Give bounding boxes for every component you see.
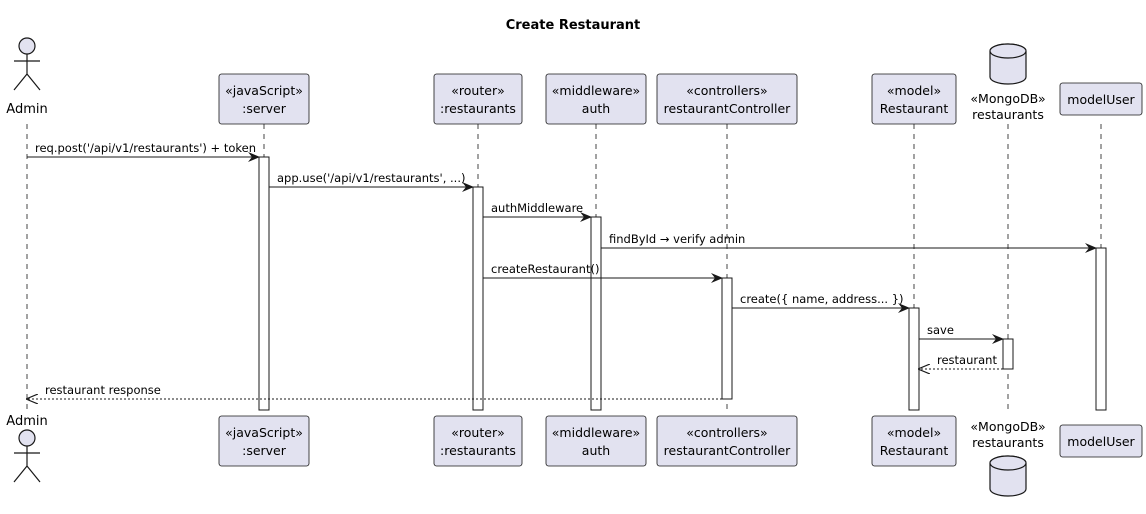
activation-bar-auth bbox=[590, 216, 602, 411]
diagram-title: Create Restaurant bbox=[506, 18, 641, 33]
participant-box bbox=[656, 415, 798, 467]
participant-server-label: :server bbox=[242, 443, 287, 458]
participant-server-label: :server bbox=[242, 101, 287, 116]
participant-box bbox=[545, 415, 647, 467]
activation-bar-model bbox=[908, 307, 920, 411]
participant-model-label: «model» bbox=[887, 425, 941, 440]
participant-box bbox=[218, 415, 310, 467]
message-4: findById → verify admin bbox=[601, 232, 1097, 253]
participant-db-bottom-label: «MongoDB» bbox=[970, 419, 1045, 434]
participant-box bbox=[218, 73, 310, 125]
participant-user-bottom: modelUser bbox=[1059, 424, 1143, 458]
participant-box bbox=[545, 73, 647, 125]
participant-auth-label: auth bbox=[582, 101, 610, 116]
participant-controller-label: «controllers» bbox=[686, 425, 767, 440]
participant-user-label: modelUser bbox=[1067, 434, 1135, 449]
participant-model-top: «model» Restaurant bbox=[871, 73, 957, 125]
activation-bars bbox=[258, 156, 1107, 411]
message-9: restaurant response bbox=[27, 383, 722, 399]
message-label: findById → verify admin bbox=[609, 232, 745, 246]
message-label: restaurant bbox=[937, 353, 997, 367]
message-label: authMiddleware bbox=[491, 201, 583, 215]
message-8: restaurant bbox=[919, 353, 1003, 369]
activation-bar-user bbox=[1095, 247, 1107, 411]
message-1: req.post('/api/v1/restaurants') + token bbox=[27, 141, 260, 162]
message-label: createRestaurant() bbox=[491, 262, 599, 276]
participant-auth-label: «middleware» bbox=[552, 83, 640, 98]
participant-controller-bottom: «controllers» restaurantController bbox=[656, 415, 798, 467]
participant-model-bottom: «model» Restaurant bbox=[871, 415, 957, 467]
participant-auth-label: «middleware» bbox=[552, 425, 640, 440]
participant-db-bottom: «MongoDB»restaurants bbox=[970, 419, 1046, 497]
message-label: app.use('/api/v1/restaurants', ...) bbox=[277, 171, 465, 185]
participant-box bbox=[871, 73, 957, 125]
participant-controller-top: «controllers» restaurantController bbox=[656, 73, 798, 125]
participant-server-label: «javaScript» bbox=[225, 83, 303, 98]
participant-auth-label: auth bbox=[582, 443, 610, 458]
participant-admin-bottom: Admin bbox=[6, 414, 48, 483]
participant-server-bottom: «javaScript» :server bbox=[218, 415, 310, 467]
participant-server-label: «javaScript» bbox=[225, 425, 303, 440]
participant-user-top: modelUser bbox=[1059, 82, 1143, 116]
message-5: createRestaurant() bbox=[483, 262, 723, 283]
participant-model-label: «model» bbox=[887, 83, 941, 98]
participant-db-bottom-label: restaurants bbox=[972, 435, 1044, 450]
participant-admin-top: Admin bbox=[6, 37, 48, 117]
activation-bar-controller bbox=[721, 277, 733, 400]
message-2: app.use('/api/v1/restaurants', ...) bbox=[269, 171, 474, 192]
participant-model-label: Restaurant bbox=[880, 443, 949, 458]
messages: req.post('/api/v1/restaurants') + token a… bbox=[27, 141, 1097, 399]
participant-server-top: «javaScript» :server bbox=[218, 73, 310, 125]
message-6: create({ name, address... }) bbox=[732, 292, 910, 313]
activation-bar-router bbox=[472, 186, 484, 411]
activation-bar-db bbox=[1002, 338, 1014, 370]
participant-router-bottom: «router» :restaurants bbox=[433, 415, 523, 467]
participant-controller-label: «controllers» bbox=[686, 83, 767, 98]
participant-controller-label: restaurantController bbox=[664, 101, 792, 116]
participant-db-top: «MongoDB»restaurants bbox=[970, 43, 1046, 122]
participant-controller-label: restaurantController bbox=[664, 443, 792, 458]
message-label: save bbox=[927, 323, 954, 337]
message-label: restaurant response bbox=[45, 383, 161, 397]
participant-router-label: :restaurants bbox=[440, 443, 516, 458]
message-label: req.post('/api/v1/restaurants') + token bbox=[35, 141, 256, 155]
participant-auth-top: «middleware» auth bbox=[545, 73, 647, 125]
participant-box bbox=[433, 415, 523, 467]
participant-admin-top-label: Admin bbox=[6, 102, 47, 117]
participant-user-label: modelUser bbox=[1067, 92, 1135, 107]
participant-model-label: Restaurant bbox=[880, 101, 949, 116]
participant-router-label: :restaurants bbox=[440, 101, 516, 116]
participant-box bbox=[433, 73, 523, 125]
participant-db-top-label: restaurants bbox=[972, 107, 1044, 122]
participant-box bbox=[1059, 424, 1143, 458]
message-7: save bbox=[919, 323, 1004, 344]
participant-box bbox=[871, 415, 957, 467]
message-label: create({ name, address... }) bbox=[740, 292, 904, 306]
participant-router-top: «router» :restaurants bbox=[433, 73, 523, 125]
activation-bar-server bbox=[258, 156, 270, 411]
message-3: authMiddleware bbox=[483, 201, 592, 222]
participant-router-label: «router» bbox=[451, 425, 504, 440]
participant-heads: Admin «javaScript» :server «router» :restaur… bbox=[6, 37, 1143, 497]
participant-box bbox=[656, 73, 798, 125]
participant-router-label: «router» bbox=[451, 83, 504, 98]
participant-admin-bottom-label: Admin bbox=[6, 414, 47, 429]
participant-auth-bottom: «middleware» auth bbox=[545, 415, 647, 467]
participant-box bbox=[1059, 82, 1143, 116]
participant-db-top-label: «MongoDB» bbox=[970, 91, 1045, 106]
